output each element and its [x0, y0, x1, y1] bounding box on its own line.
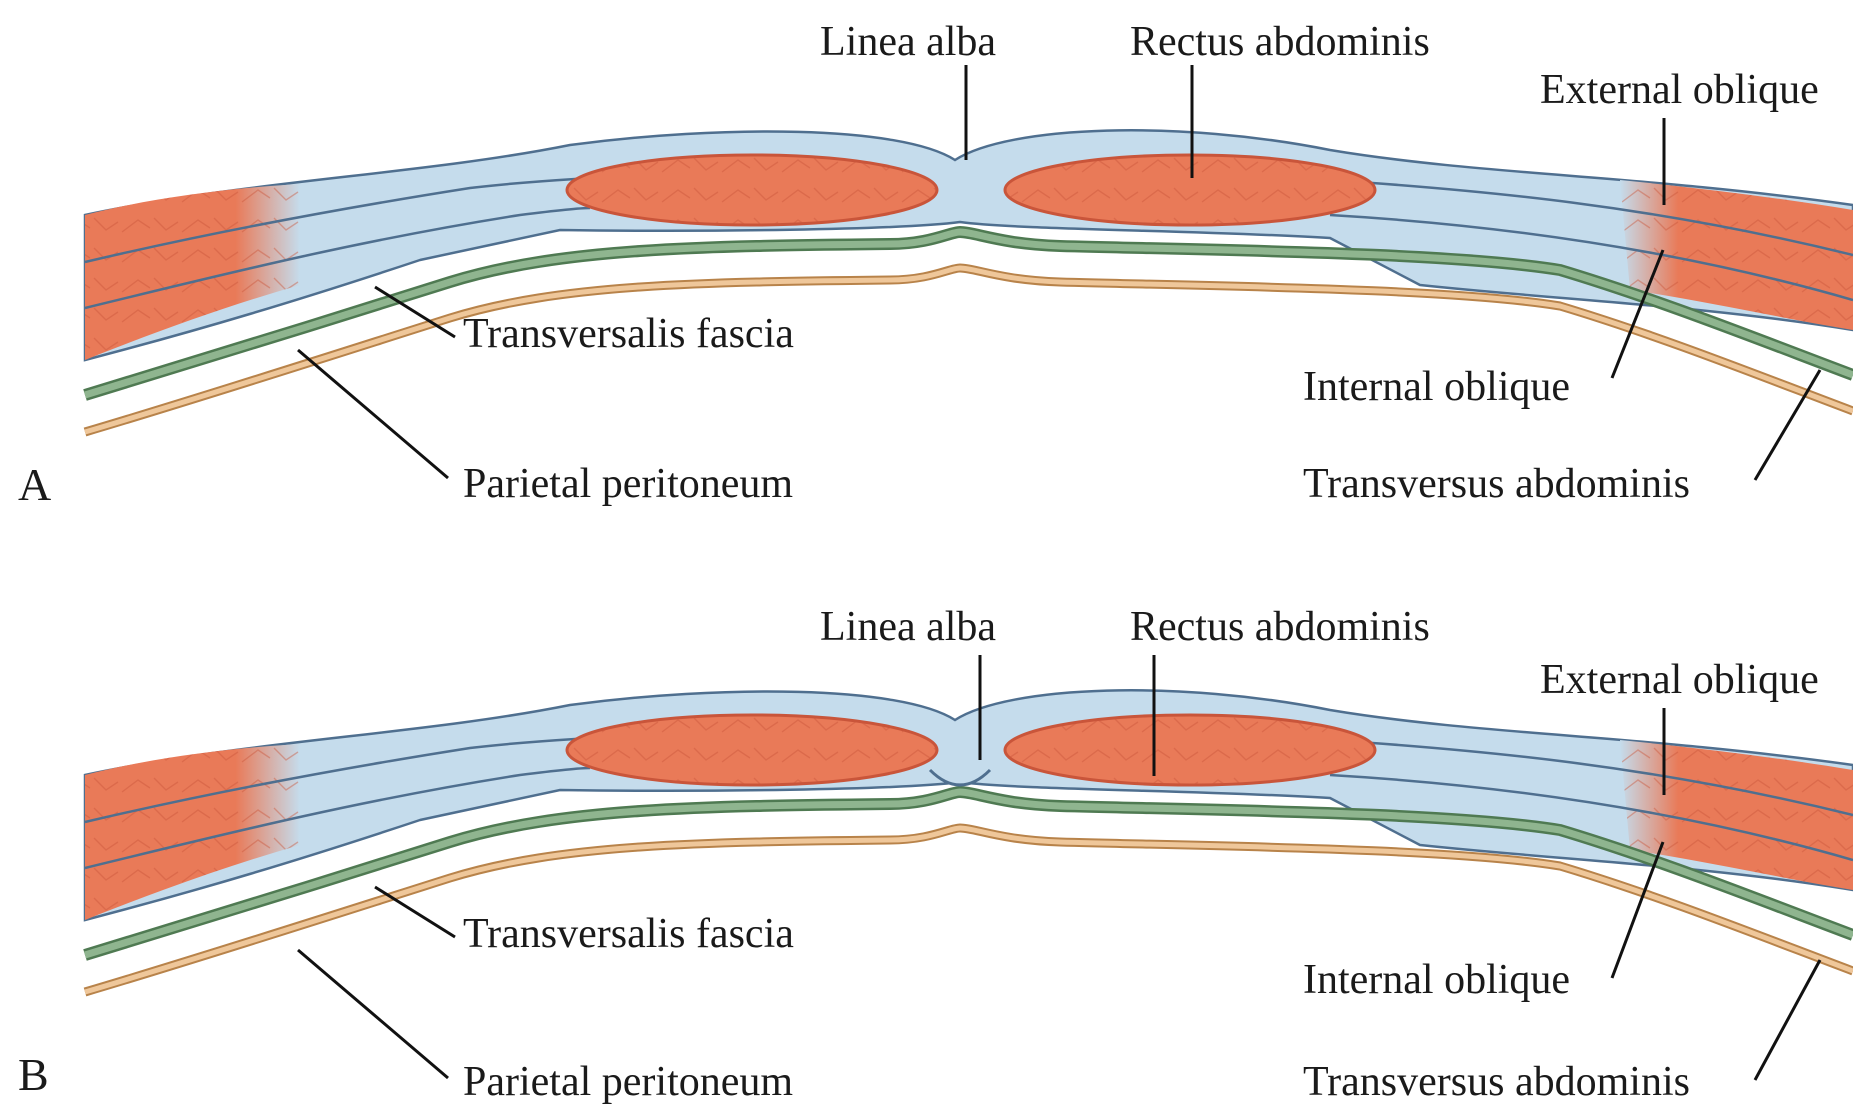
panel-a-cross-section [85, 130, 1853, 432]
label-internal-oblique: Internal oblique [1303, 957, 1570, 1003]
label-internal-oblique: Internal oblique [1303, 364, 1570, 410]
label-transversus-abdominis: Transversus abdominis [1303, 461, 1690, 507]
leader-transversalis-fascia [375, 887, 455, 937]
label-external-oblique: External oblique [1540, 67, 1819, 113]
label-linea-alba: Linea alba [820, 604, 996, 650]
label-external-oblique: External oblique [1540, 657, 1819, 703]
label-rectus-abdominis: Rectus abdominis [1130, 19, 1430, 65]
leader-parietal-peritoneum [298, 950, 448, 1078]
panel-letter-a: A [18, 459, 51, 510]
panel-a: Linea alba Rectus abdominis External obl… [18, 19, 1853, 510]
label-transversalis-fascia: Transversalis fascia [463, 311, 794, 357]
panel-b-cross-section [85, 690, 1853, 992]
leader-parietal-peritoneum [298, 350, 448, 478]
label-transversus-abdominis: Transversus abdominis [1303, 1059, 1690, 1105]
panel-b: Linea alba Rectus abdominis External obl… [18, 604, 1853, 1105]
label-linea-alba: Linea alba [820, 19, 996, 65]
label-parietal-peritoneum: Parietal peritoneum [463, 1059, 793, 1105]
leader-transversus-abdominis [1755, 960, 1820, 1080]
label-parietal-peritoneum: Parietal peritoneum [463, 461, 793, 507]
label-rectus-abdominis: Rectus abdominis [1130, 604, 1430, 650]
panel-letter-b: B [18, 1049, 49, 1100]
label-transversalis-fascia: Transversalis fascia [463, 911, 794, 957]
